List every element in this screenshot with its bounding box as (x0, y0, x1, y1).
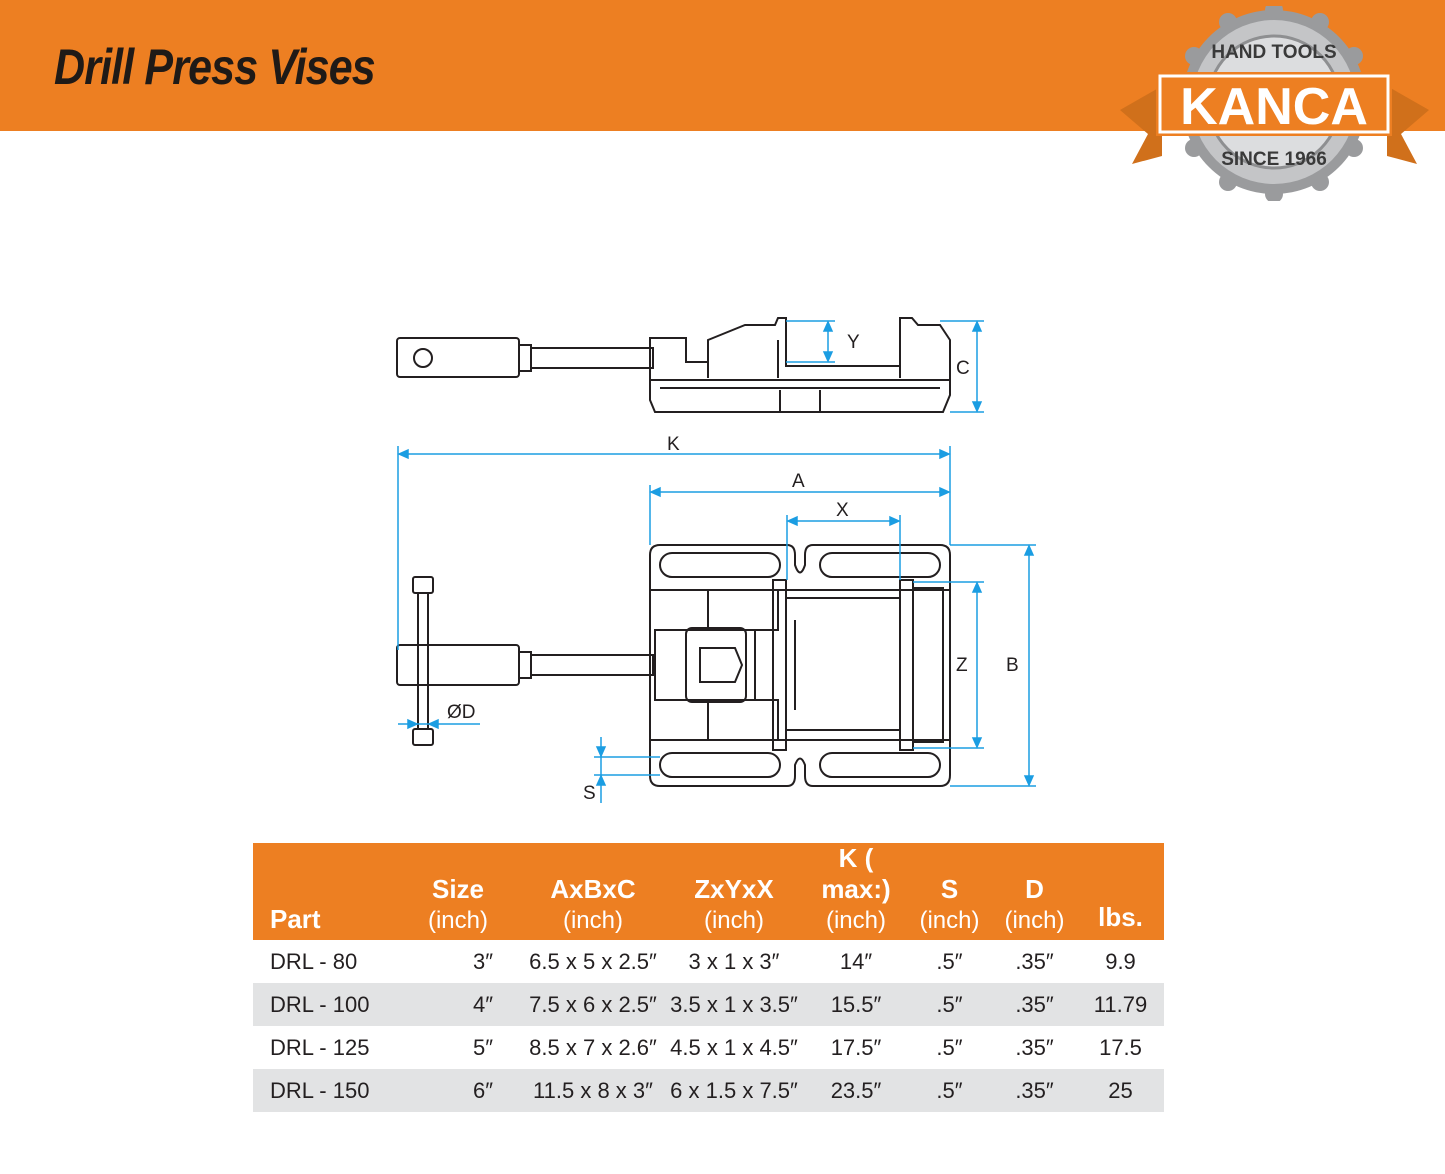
dimension-lines (397, 320, 1036, 803)
table-row: DRL - 150 6″ 11.5 x 8 x 3″ 6 x 1.5 x 7.5… (253, 1069, 1164, 1112)
header-part: Part (270, 904, 321, 934)
cell-part: DRL - 150 (270, 1077, 370, 1103)
header-lbs: lbs. (1098, 902, 1143, 932)
label-s: S (583, 783, 596, 804)
cell-zxyxx: 6 x 1.5 x 7.5″ (670, 1077, 798, 1103)
label-a: A (792, 471, 805, 492)
cell-k: 14″ (839, 948, 873, 974)
label-y: Y (847, 332, 860, 353)
vise-technical-drawing: Y C K A X Z B ØD S (396, 317, 1036, 804)
table-row: DRL - 80 3″ 6.5 x 5 x 2.5″ 3 x 1 x 3″ 14… (253, 940, 1164, 983)
cell-d: .35″ (1015, 1077, 1054, 1103)
logo-top-text: HAND TOOLS (1211, 42, 1336, 63)
kanca-logo: KANCA HAND TOOLS SINCE 1966 (1120, 6, 1429, 201)
label-k: K (667, 434, 680, 455)
cell-axbxc: 7.5 x 6 x 2.5″ (529, 991, 657, 1017)
table-header-row: Part Size(inch) AxBxC(inch) ZxYxX(inch) … (253, 843, 1164, 940)
label-d: ØD (447, 702, 476, 723)
cell-part: DRL - 80 (270, 948, 358, 974)
label-c: C (956, 358, 970, 379)
page-title: Drill Press Vises (54, 39, 376, 95)
cell-lbs: 25 (1108, 1077, 1133, 1103)
cell-lbs: 9.9 (1105, 948, 1136, 974)
cell-k: 15.5″ (830, 991, 882, 1017)
cell-lbs: 17.5 (1099, 1034, 1142, 1060)
cell-s: .5″ (936, 991, 963, 1017)
cell-k: 23.5″ (830, 1077, 882, 1103)
cell-s: .5″ (936, 1077, 963, 1103)
cell-zxyxx: 3.5 x 1 x 3.5″ (670, 991, 798, 1017)
cell-zxyxx: 3 x 1 x 3″ (688, 948, 780, 974)
table-row: DRL - 100 4″ 7.5 x 6 x 2.5″ 3.5 x 1 x 3.… (253, 983, 1164, 1026)
cell-lbs: 11.79 (1093, 991, 1148, 1017)
cell-size: 5″ (472, 1034, 493, 1060)
cell-d: .35″ (1015, 1034, 1054, 1060)
cell-axbxc: 8.5 x 7 x 2.6″ (529, 1034, 657, 1060)
cell-part: DRL - 125 (270, 1034, 370, 1060)
cell-axbxc: 6.5 x 5 x 2.5″ (529, 948, 657, 974)
header-d: D(inch) (1004, 874, 1065, 934)
label-x: X (836, 500, 849, 521)
vise-top-view (396, 544, 951, 787)
cell-size: 4″ (472, 991, 493, 1017)
cell-size: 3″ (472, 948, 493, 974)
dimension-labels: Y C K A X Z B ØD S (447, 332, 1019, 804)
header-s: S(inch) (919, 874, 980, 934)
logo-bottom-text: SINCE 1966 (1221, 149, 1327, 170)
header-size: Size(inch) (427, 874, 488, 934)
label-z: Z (956, 655, 968, 676)
header-axbxc: AxBxC(inch) (550, 874, 636, 934)
cell-axbxc: 11.5 x 8 x 3″ (533, 1077, 653, 1103)
label-b: B (1006, 655, 1019, 676)
header-zxyxx: ZxYxX(inch) (694, 874, 774, 934)
cell-part: DRL - 100 (270, 991, 370, 1017)
cell-k: 17.5″ (830, 1034, 882, 1060)
cell-size: 6″ (472, 1077, 493, 1103)
cell-s: .5″ (936, 1034, 963, 1060)
vise-side-view (396, 317, 951, 413)
cell-d: .35″ (1015, 948, 1054, 974)
spec-table: Part Size(inch) AxBxC(inch) ZxYxX(inch) … (253, 843, 1164, 1112)
cell-s: .5″ (936, 948, 963, 974)
table-row: DRL - 125 5″ 8.5 x 7 x 2.6″ 4.5 x 1 x 4.… (253, 1026, 1164, 1069)
logo-brand: KANCA (1180, 78, 1368, 136)
cell-d: .35″ (1015, 991, 1054, 1017)
header-k: K ( max:)(inch) (821, 843, 891, 934)
cell-zxyxx: 4.5 x 1 x 4.5″ (670, 1034, 798, 1060)
